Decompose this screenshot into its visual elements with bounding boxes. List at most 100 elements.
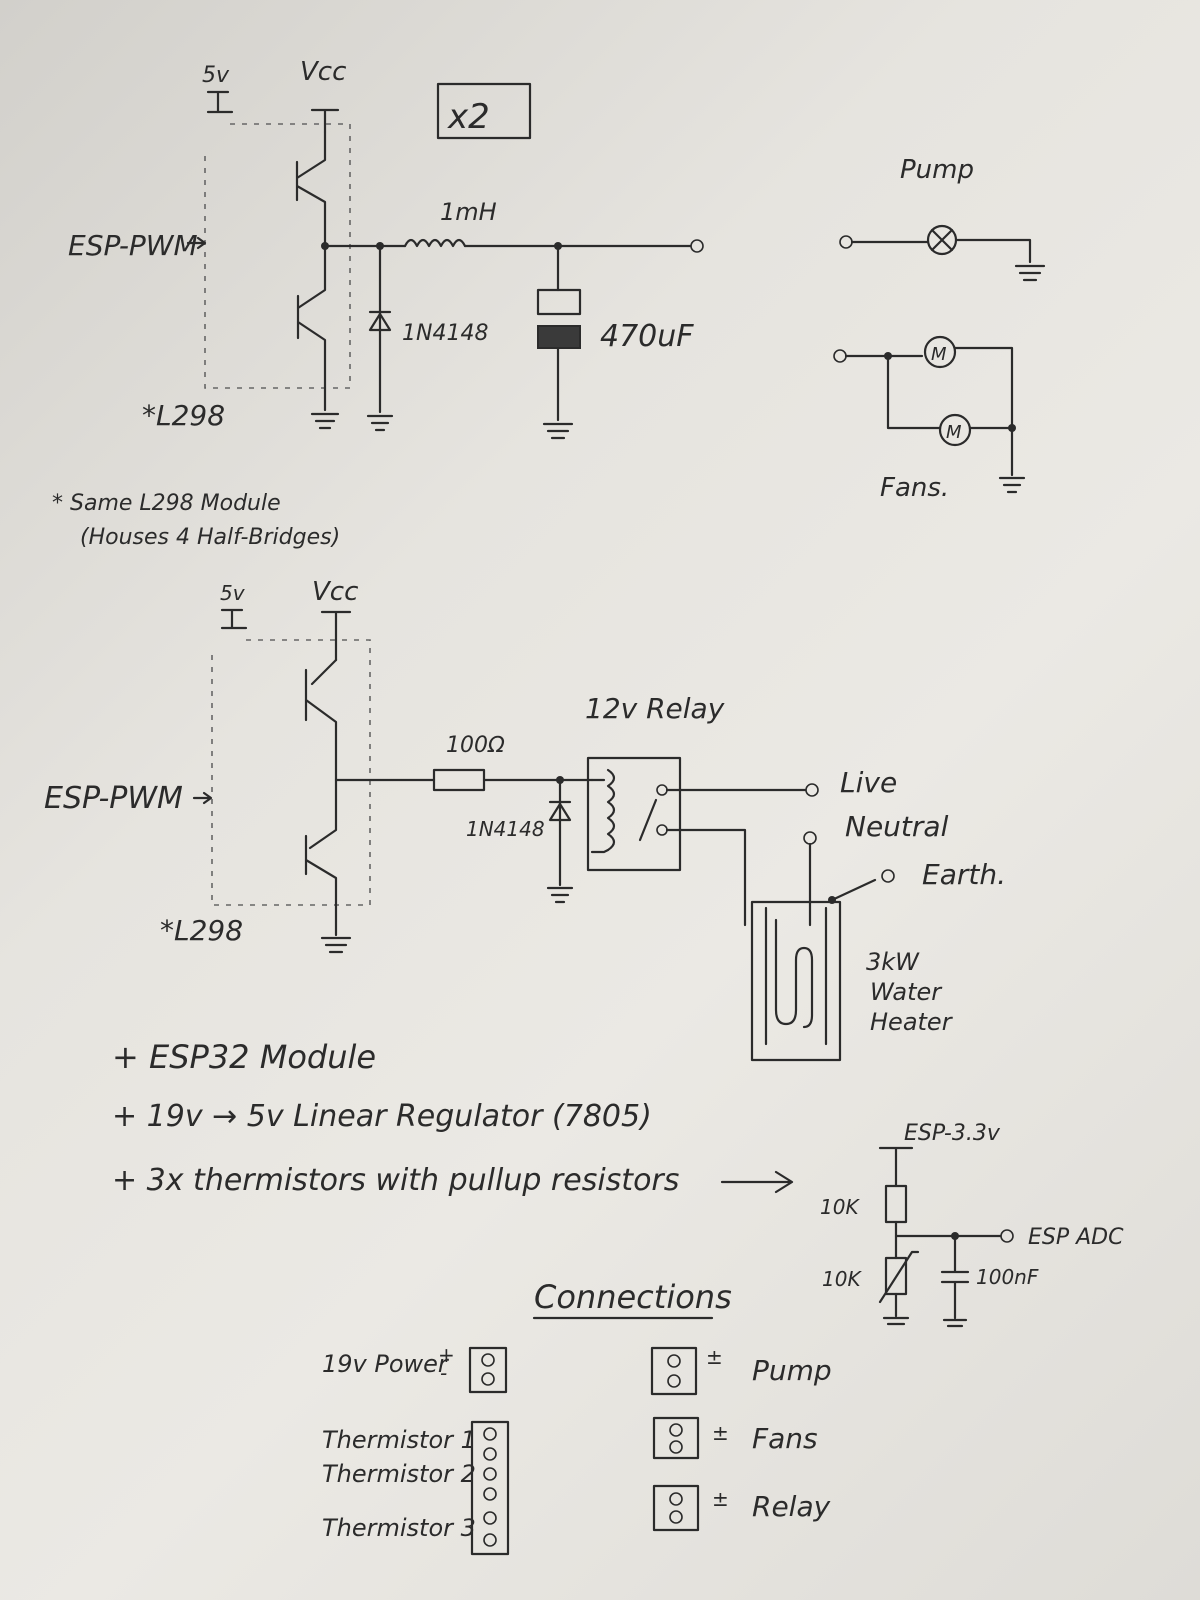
fans-connector-polarity: ± [712,1421,729,1445]
neutral-label: Neutral [845,810,949,843]
relay-pwm-arrow-icon [192,791,213,805]
thermistor-screw-6-icon [483,1533,497,1547]
multiplier-box [436,82,532,140]
filter-capacitor-label: 100nF [976,1265,1039,1289]
earth-label: Earth. [922,858,1006,891]
relay-driver-ground-icon [320,936,352,954]
top-5v-label: 5v [202,63,230,88]
relay-l298-label: *L298 [160,914,243,947]
thermistor-terminal-block-icon [470,1420,510,1556]
relay-connector-label: Relay [752,1490,831,1523]
pullup-resistor-label: 10K [820,1195,860,1219]
thermistor-3-connector-label: Thermistor 3 [322,1514,476,1542]
fan-motor-2-label: M [946,422,962,443]
heater-label-3: Heater [870,1008,954,1036]
relay-to-heater-wire [665,828,747,927]
pump-screw-2-icon [667,1374,681,1388]
top-vcc-rail-symbol [310,108,340,134]
relay-switch-arm [638,798,658,842]
relay-low-side-transistor [304,778,338,937]
live-terminal [805,783,819,797]
thermistor-ground-icon [882,1292,910,1326]
fans-label: Fans. [880,473,949,503]
pullup-resistor-icon [884,1184,908,1224]
thermistor-circuit: ESP-3.3v 10K ESP ADC 10K 100nF [820,1121,1124,1328]
parts-item-1: + ESP32 Module [112,1038,376,1076]
relay-terminal-block-icon [652,1484,700,1532]
capacitor-plate-1 [536,288,582,316]
thermistor-screw-3-icon [483,1467,497,1481]
relay-contact-top [656,784,668,796]
thermistor-2-connector-label: Thermistor 2 [322,1460,476,1488]
heating-element-icon [774,918,814,1029]
thermistor-screw-5-icon [483,1511,497,1525]
relay-vcc-rail-symbol [320,610,352,662]
fans-wire-top-out [953,346,1014,430]
fans-terminal [833,349,847,363]
capacitor-ground-icon [542,422,574,440]
top-diode-label: 1N4148 [402,321,488,346]
pump-screw-1-icon [667,1354,681,1368]
relay-body [586,756,682,872]
pump-label: Pump [900,155,974,185]
thermistor-1-connector-label: Thermistor 1 [322,1426,476,1454]
thermistor-label: 10K [822,1267,862,1291]
thermistor-pointer-arrow-icon [720,1170,794,1194]
capacitor-plate-2 [537,325,581,349]
top-vcc-label: Vcc [300,57,346,87]
pump-terminal [839,235,853,249]
power-connector-minus: - [440,1361,447,1385]
top-pwm-arrow-icon [186,236,207,250]
relay-5v-label: 5v [220,581,246,605]
parts-item-3: + 3x thermistors with pullup resistors [112,1163,679,1198]
top-high-side-transistor [295,130,327,246]
relay-l298-outline [211,639,371,906]
thermistor-slash-icon [878,1250,920,1304]
fans-screw-1-icon [669,1423,683,1437]
relay-contact-bottom [656,824,668,836]
thermistor-screw-4-icon [483,1487,497,1501]
parts-item-2: + 19v → 5v Linear Regulator (7805) [112,1099,652,1134]
top-l298-outline [204,123,351,389]
top-l298-label: *L298 [142,399,225,432]
power-screw-2-icon [481,1372,495,1386]
connections-section: Connections 19v Power + - Thermistor 1 T… [322,1278,832,1556]
loads-section: Pump M M Fans. [833,155,1046,503]
top-driver-ground-icon [310,412,340,430]
connections-title: Connections [534,1278,732,1316]
relay-diode-icon [548,800,572,822]
top-low-side-transistor [296,242,327,412]
water-heater-tank [750,900,842,1062]
top-driver-circuit: 5v Vcc x2 ESP-PWM 1mH 1N4148 [68,57,704,440]
capacitor-label: 470uF [600,319,694,354]
pump-terminal-block-icon [650,1346,698,1396]
fans-wire-bottom-in [886,354,942,430]
fans-terminal-block-icon [652,1416,700,1460]
relay-diode-ground-icon [546,886,574,904]
heater-label-1: 3kW [866,948,920,976]
footnote-line-2: (Houses 4 Half-Bridges) [80,525,340,550]
thermistor-screw-1-icon [483,1427,497,1441]
earth-wire [830,878,877,902]
top-diode-ground-icon [366,414,394,432]
fans-ground-icon [998,476,1026,494]
top-5v-rail-symbol [206,90,234,114]
fans-wire-bottom-out [968,426,1014,477]
relay-diode-label: 1N4148 [466,817,545,841]
relay-connector-polarity: ± [712,1487,729,1511]
neutral-terminal [803,831,817,845]
relay-resistor-icon [432,768,486,792]
relay-screw-1-icon [669,1492,683,1506]
power-connector-label: 19v Power [322,1350,450,1378]
pump-lamp-cross-icon [930,228,954,252]
relay-esp-pwm-label: ESP-PWM [44,781,183,816]
earth-terminal [881,869,895,883]
relay-5v-rail-symbol [220,608,248,630]
filter-capacitor-icon [940,1234,970,1328]
water-heater-walls [764,906,828,1046]
power-screw-1-icon [481,1353,495,1367]
pump-wire-out [954,238,1032,264]
fan-motor-2-icon [938,413,972,447]
relay-label: 12v Relay [585,692,725,725]
